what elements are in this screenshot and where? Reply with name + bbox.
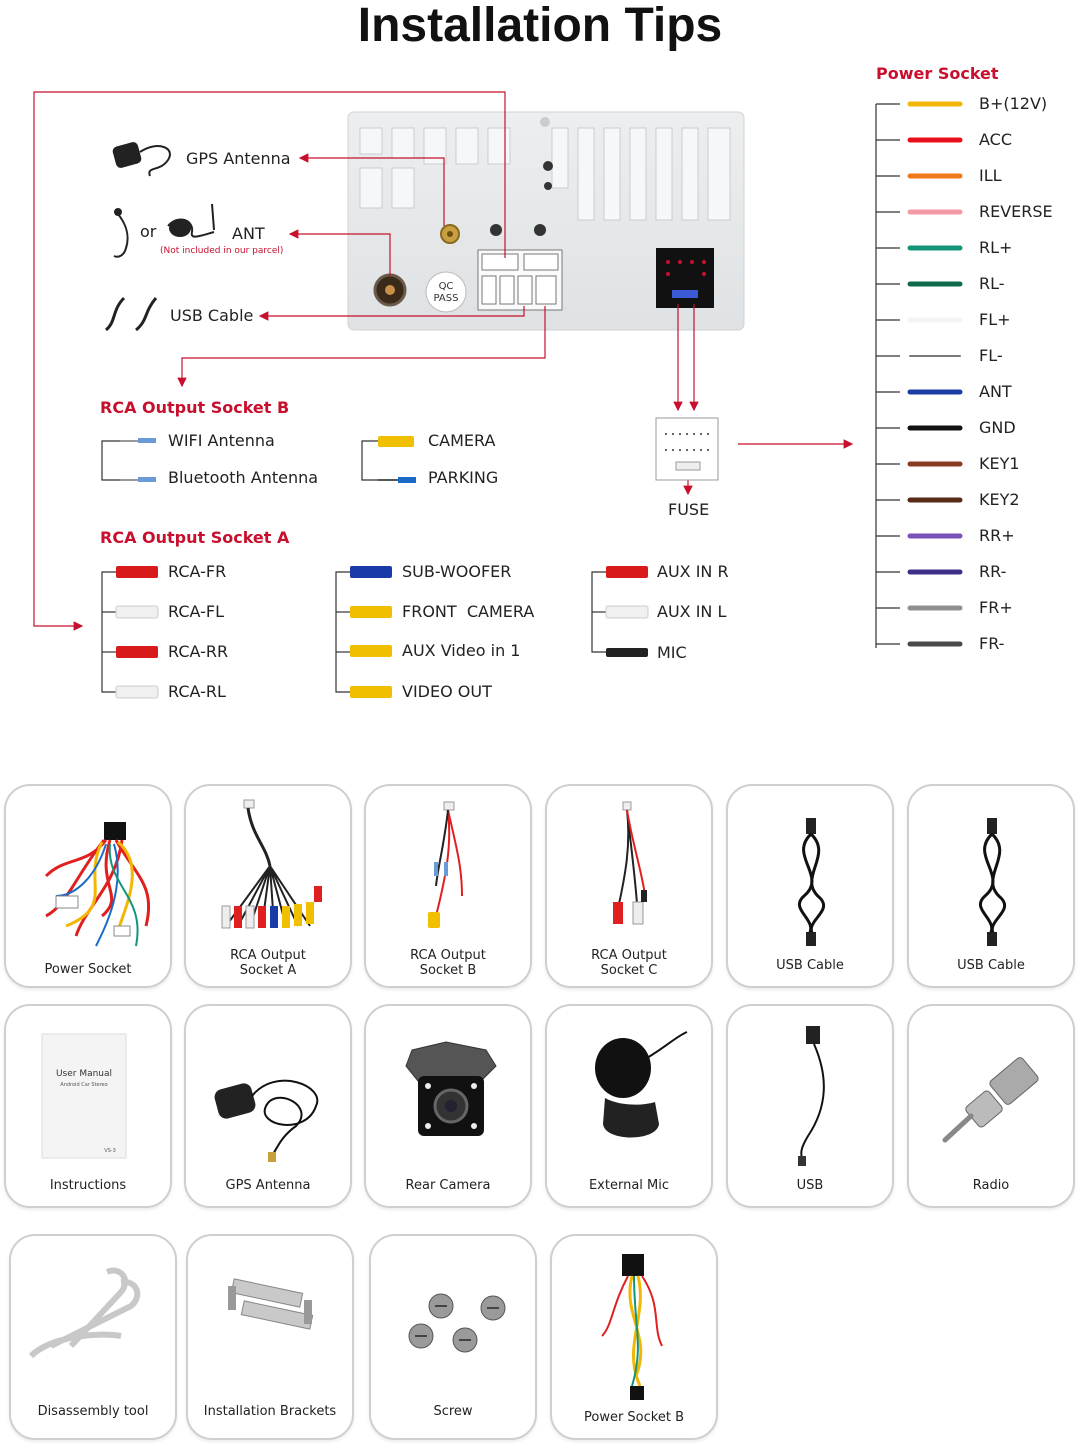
rca-b-left-0: WIFI Antenna [168,431,275,450]
rca-a-c3-0: AUX IN R [657,562,729,581]
power-wire-label: RR+ [979,526,1015,545]
accessory-label: GPS Antenna [225,1178,311,1193]
accessory-label: USB [796,1178,824,1193]
rca-b-right-1: PARKING [428,468,499,487]
power-wire-label: RL- [979,274,1005,293]
accessory-card: Rear Camera [364,1004,532,1208]
power-socket-title: Power Socket [876,64,999,83]
accessory-label: USB Cable [957,958,1025,973]
usb-cable-label: USB Cable [170,306,254,325]
head-unit-back: QC PASS [347,111,745,331]
accessory-card: Disassembly tool [9,1234,177,1440]
ant-label: ANT [232,224,265,243]
usb-cable-diagram-icon [104,296,158,332]
leader-lines [33,91,854,631]
svg-text:Android Car Stereo: Android Car Stereo [60,1082,107,1088]
rca-b-connectors [120,436,416,483]
power-wire-label: FR+ [979,598,1013,617]
fuse-box [655,417,719,481]
rca-a-c2-0: SUB-WOOFER [402,562,512,581]
accessory-label: USB Cable [776,958,844,973]
power-wire-label: GND [979,418,1016,437]
rca-a-c1-1: RCA-FL [168,602,224,621]
accessory-card: USB [726,1004,894,1208]
accessory-card: Radio [907,1004,1075,1208]
accessory-card: External Mic [545,1004,713,1208]
svg-text:VS-3: VS-3 [104,1148,116,1154]
accessory-label: Radio [972,1178,1010,1193]
power-wire-label: ANT [979,382,1012,401]
power-wire-label: RR- [979,562,1007,581]
gps-antenna-icon [112,142,171,177]
accessory-card: GPS Antenna [184,1004,352,1208]
power-wire-label: FR- [979,634,1005,653]
power-wire-label: RL+ [979,238,1013,257]
rca-a-c1-2: RCA-RR [168,642,229,661]
rca-b-right-0: CAMERA [428,431,496,450]
rca-a-c1-0: RCA-FR [168,562,227,581]
rca-a-c2-2: AUX Video in 1 [402,641,521,660]
power-wire-label: ILL [979,166,1002,185]
qc-pass-label-1: QC [439,281,454,292]
accessory-card: Installation Brackets [186,1234,354,1440]
or-label: or [140,222,157,241]
ant-note: (Not included in our parcel) [160,246,284,256]
power-socket-wires [876,101,963,647]
accessory-label: Screw [433,1404,473,1419]
page-title: Installation Tips [357,0,723,52]
accessory-label: Power Socket [44,962,132,977]
rca-a-c3-1: AUX IN L [657,602,727,621]
rca-a-c2-1: FRONT CAMERA [402,602,535,621]
accessory-card: USB Cable [726,784,894,988]
wiring-diagram: QC PASS [33,91,963,699]
accessory-label: Installation Brackets [203,1404,337,1419]
power-wire-label: REVERSE [979,202,1053,221]
rca-b-title: RCA Output Socket B [100,398,290,417]
accessory-card: Power Socket [4,784,172,988]
power-wire-label: FL+ [979,310,1011,329]
accessory-label: Disassembly tool [37,1404,149,1419]
ant-adapter-icon [113,203,215,258]
fuse-label: FUSE [668,500,710,519]
rca-a-connectors [115,566,649,699]
rca-a-c1-3: RCA-RL [168,682,226,701]
rca-b-left-1: Bluetooth Antenna [168,468,319,487]
power-wire-label: B+(12V) [979,94,1048,113]
accessory-label: Rear Camera [405,1178,491,1193]
qc-pass-label-2: PASS [434,293,459,304]
svg-text:User Manual: User Manual [56,1069,112,1079]
power-wire-label: KEY1 [979,454,1020,473]
accessory-label: Power Socket B [583,1410,684,1425]
accessory-card: USB Cable [907,784,1075,988]
power-wire-label: ACC [979,130,1013,149]
rca-a-c2-3: VIDEO OUT [402,682,492,701]
gps-antenna-label: GPS Antenna [186,149,291,168]
accessory-card: Screw [369,1234,537,1440]
power-wire-label: FL- [979,346,1003,365]
accessory-label: External Mic [588,1178,670,1193]
accessory-card: Power Socket B [550,1234,718,1440]
power-wire-label: KEY2 [979,490,1020,509]
rca-a-c3-2: MIC [657,643,687,662]
accessory-label: Instructions [49,1178,127,1193]
rca-a-title: RCA Output Socket A [100,528,290,547]
